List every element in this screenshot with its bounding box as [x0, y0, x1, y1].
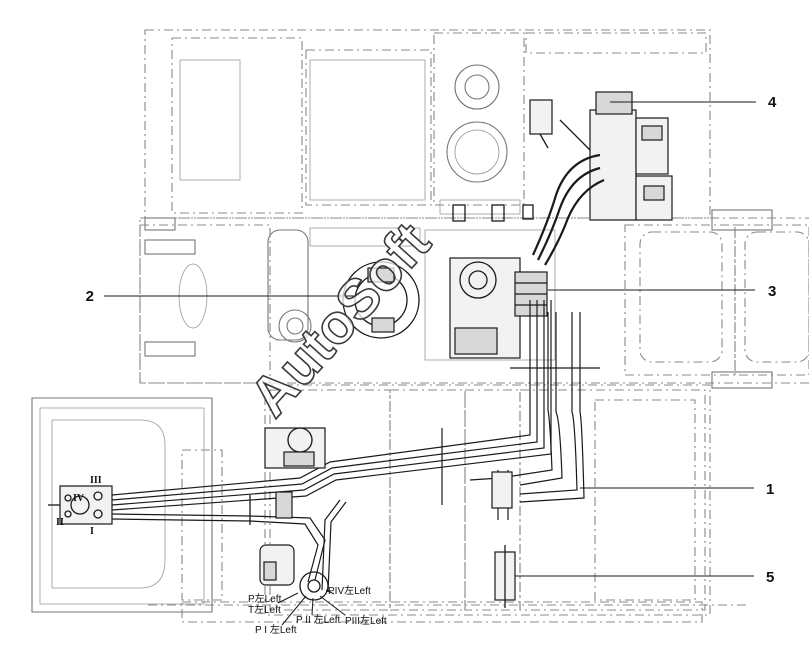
leader-lines [104, 101, 756, 626]
port-label-iv: IV [73, 493, 85, 504]
cab-outline [31, 397, 213, 613]
label-p-left: P左Left [248, 592, 282, 605]
pipelines [111, 300, 585, 593]
component-4-pump-assembly [529, 91, 673, 221]
hose-bundle [531, 153, 605, 266]
label-p2-left: P II 左Left [296, 613, 341, 626]
label-p3-left: PIII左Left [345, 614, 387, 627]
port-label-i: I [90, 526, 94, 537]
port-label-iii: III [90, 475, 102, 486]
callout-4: 4 [768, 94, 777, 111]
component-3-valve-block [424, 229, 600, 369]
component-1 [491, 471, 513, 509]
callout-5: 5 [766, 569, 774, 586]
port-label-ii: II [56, 517, 64, 528]
callout-3: 3 [768, 283, 776, 300]
label-t-left: T左Left [248, 603, 281, 616]
component-5 [494, 545, 516, 608]
pilot-valve [48, 485, 113, 525]
label-p4-left: PIV左Left [328, 584, 371, 597]
callout-2: 2 [86, 288, 94, 305]
upper-components [144, 59, 773, 389]
chassis-frame [139, 29, 809, 623]
component-2 [278, 261, 420, 343]
label-p1-left: P I 左Left [255, 623, 297, 636]
fittings [249, 427, 329, 601]
callout-1: 1 [766, 481, 774, 498]
